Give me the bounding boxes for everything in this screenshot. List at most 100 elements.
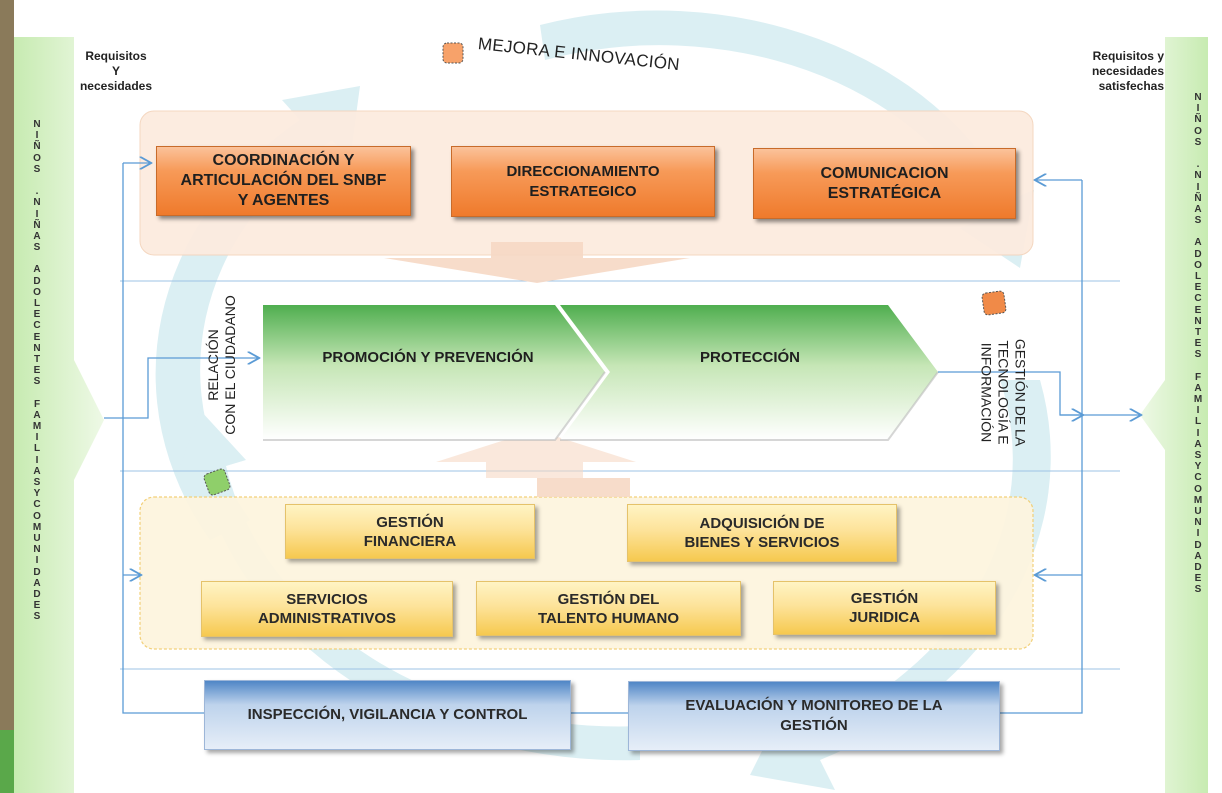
- vertical-letter: L: [1194, 271, 1202, 282]
- vertical-letter: Ñ: [33, 219, 41, 231]
- vertical-letter: I: [35, 130, 39, 142]
- green-square-icon: [203, 468, 231, 496]
- vertical-letter: L: [1194, 416, 1202, 428]
- vertical-letter: N: [33, 197, 41, 209]
- vertical-letter: E: [1194, 304, 1202, 316]
- vertical-letter: A: [33, 577, 41, 589]
- vertical-letter: O: [33, 286, 41, 298]
- vertical-letter: N: [1194, 315, 1202, 327]
- vertical-letter: S: [1194, 136, 1202, 148]
- vertical-letter: I: [35, 454, 39, 466]
- right-side-column: [1140, 37, 1208, 793]
- vertical-letter: S: [1194, 450, 1202, 461]
- vertical-letter: A: [1194, 550, 1202, 562]
- vertical-letter: E: [33, 331, 41, 343]
- outputs-label: Requisitos y necesidades satisfechas: [1091, 49, 1164, 93]
- vertical-letter: N: [33, 119, 41, 130]
- vertical-letter: O: [33, 152, 41, 164]
- vertical-letter: L: [33, 298, 41, 309]
- vertical-letter: N: [1194, 92, 1202, 103]
- vertical-letter: O: [33, 510, 41, 522]
- vertical-letter: Ñ: [33, 141, 41, 153]
- vertical-letter: N: [33, 342, 41, 354]
- protection-label: PROTECCIÓN: [699, 349, 800, 366]
- vertical-letter: M: [32, 521, 42, 533]
- evaluation-box-monitoring: EVALUACIÓN Y MONITOREO DE LA GESTIÓN: [628, 681, 1000, 751]
- vertical-letter: I: [35, 432, 39, 444]
- vertical-letter: [36, 175, 39, 186]
- support-box-legal: GESTIÓN JURIDICA: [773, 581, 996, 635]
- vertical-letter: S: [33, 163, 41, 175]
- chevron-promotion: [263, 305, 605, 440]
- vertical-letter: S: [33, 477, 41, 488]
- vertical-letter: I: [1196, 427, 1200, 439]
- vertical-letter: A: [1194, 203, 1202, 215]
- vertical-letter: D: [1194, 248, 1202, 260]
- vertical-letter: O: [1194, 483, 1202, 495]
- vertical-letter: I: [1196, 103, 1200, 115]
- orange-square-icon: [442, 42, 464, 64]
- vertical-letter: O: [1194, 259, 1202, 271]
- vertical-letter: [36, 253, 39, 264]
- vertical-letter: C: [33, 499, 41, 511]
- vertical-letter: C: [1194, 293, 1202, 305]
- down-arrow-icon: [384, 242, 690, 283]
- vertical-letter: U: [33, 532, 41, 544]
- vertical-letter: E: [1194, 282, 1202, 294]
- vertical-letter: S: [1194, 215, 1202, 227]
- vertical-letter: S: [1194, 349, 1202, 361]
- vertical-letter: .: [1196, 159, 1200, 171]
- vertical-letter: [1197, 148, 1200, 159]
- vertical-letter: A: [33, 465, 41, 477]
- vertical-letter: S: [1194, 584, 1202, 596]
- support-box-procurement: ADQUISICIÓN DE BIENES Y SERVICIOS: [627, 504, 897, 562]
- vertical-letter: T: [33, 353, 41, 365]
- vertical-letter: Ñ: [1194, 192, 1202, 204]
- connector-lines: [104, 163, 1140, 714]
- vertical-letter: O: [1194, 125, 1202, 137]
- vertical-letter: Y: [33, 488, 41, 500]
- vertical-letter: C: [33, 320, 41, 332]
- support-box-finance: GESTIÓN FINANCIERA: [285, 504, 535, 559]
- vertical-letter: E: [33, 309, 41, 321]
- vertical-letter: [1197, 226, 1200, 237]
- vertical-letter: N: [1194, 517, 1202, 529]
- vertical-letter: A: [1194, 438, 1202, 450]
- vertical-letter: Ñ: [1194, 114, 1202, 126]
- vertical-letter: Y: [1194, 461, 1202, 473]
- vertical-letter: A: [33, 264, 41, 276]
- vertical-letter: I: [1196, 181, 1200, 193]
- vertical-letter: F: [1194, 371, 1202, 383]
- chevron-protection: [560, 305, 938, 440]
- vertical-letter: S: [33, 611, 41, 623]
- vertical-letter: E: [1194, 573, 1202, 585]
- vertical-letter: E: [33, 365, 41, 377]
- vertical-letter: .: [35, 186, 39, 198]
- vertical-letter: D: [33, 566, 41, 578]
- vertical-letter: [1197, 361, 1200, 372]
- vertical-letter: I: [35, 208, 39, 220]
- vertical-letter: [36, 388, 39, 399]
- orange-square-icon: [981, 290, 1007, 316]
- evaluation-box-inspection: INSPECCIÓN, VIGILANCIA Y CONTROL: [204, 680, 571, 750]
- vertical-letter: N: [1194, 170, 1202, 182]
- vertical-letter: A: [1194, 237, 1202, 249]
- vertical-letter: D: [1194, 539, 1202, 551]
- vertical-letter: S: [33, 376, 41, 388]
- vertical-letter: L: [33, 443, 41, 455]
- strategic-box-direction: DIRECCIONAMIENTO ESTRATEGICO: [451, 146, 715, 217]
- vertical-letter: M: [1193, 394, 1203, 406]
- up-arrow-icon: [436, 430, 636, 478]
- vertical-letter: F: [33, 398, 41, 410]
- vertical-letter: A: [33, 230, 41, 242]
- vertical-letter: C: [1194, 472, 1202, 484]
- vertical-letter: D: [33, 275, 41, 287]
- strategic-box-coordination: COORDINACIÓN Y ARTICULACIÓN DEL SNBF Y A…: [156, 146, 411, 216]
- promotion-prevention-label: PROMOCIÓN Y PREVENCIÓN: [322, 349, 534, 366]
- support-box-administrative: SERVICIOS ADMINISTRATIVOS: [201, 581, 453, 637]
- vertical-letter: I: [1196, 528, 1200, 540]
- inputs-label: Requisitos Y necesidades: [79, 49, 153, 93]
